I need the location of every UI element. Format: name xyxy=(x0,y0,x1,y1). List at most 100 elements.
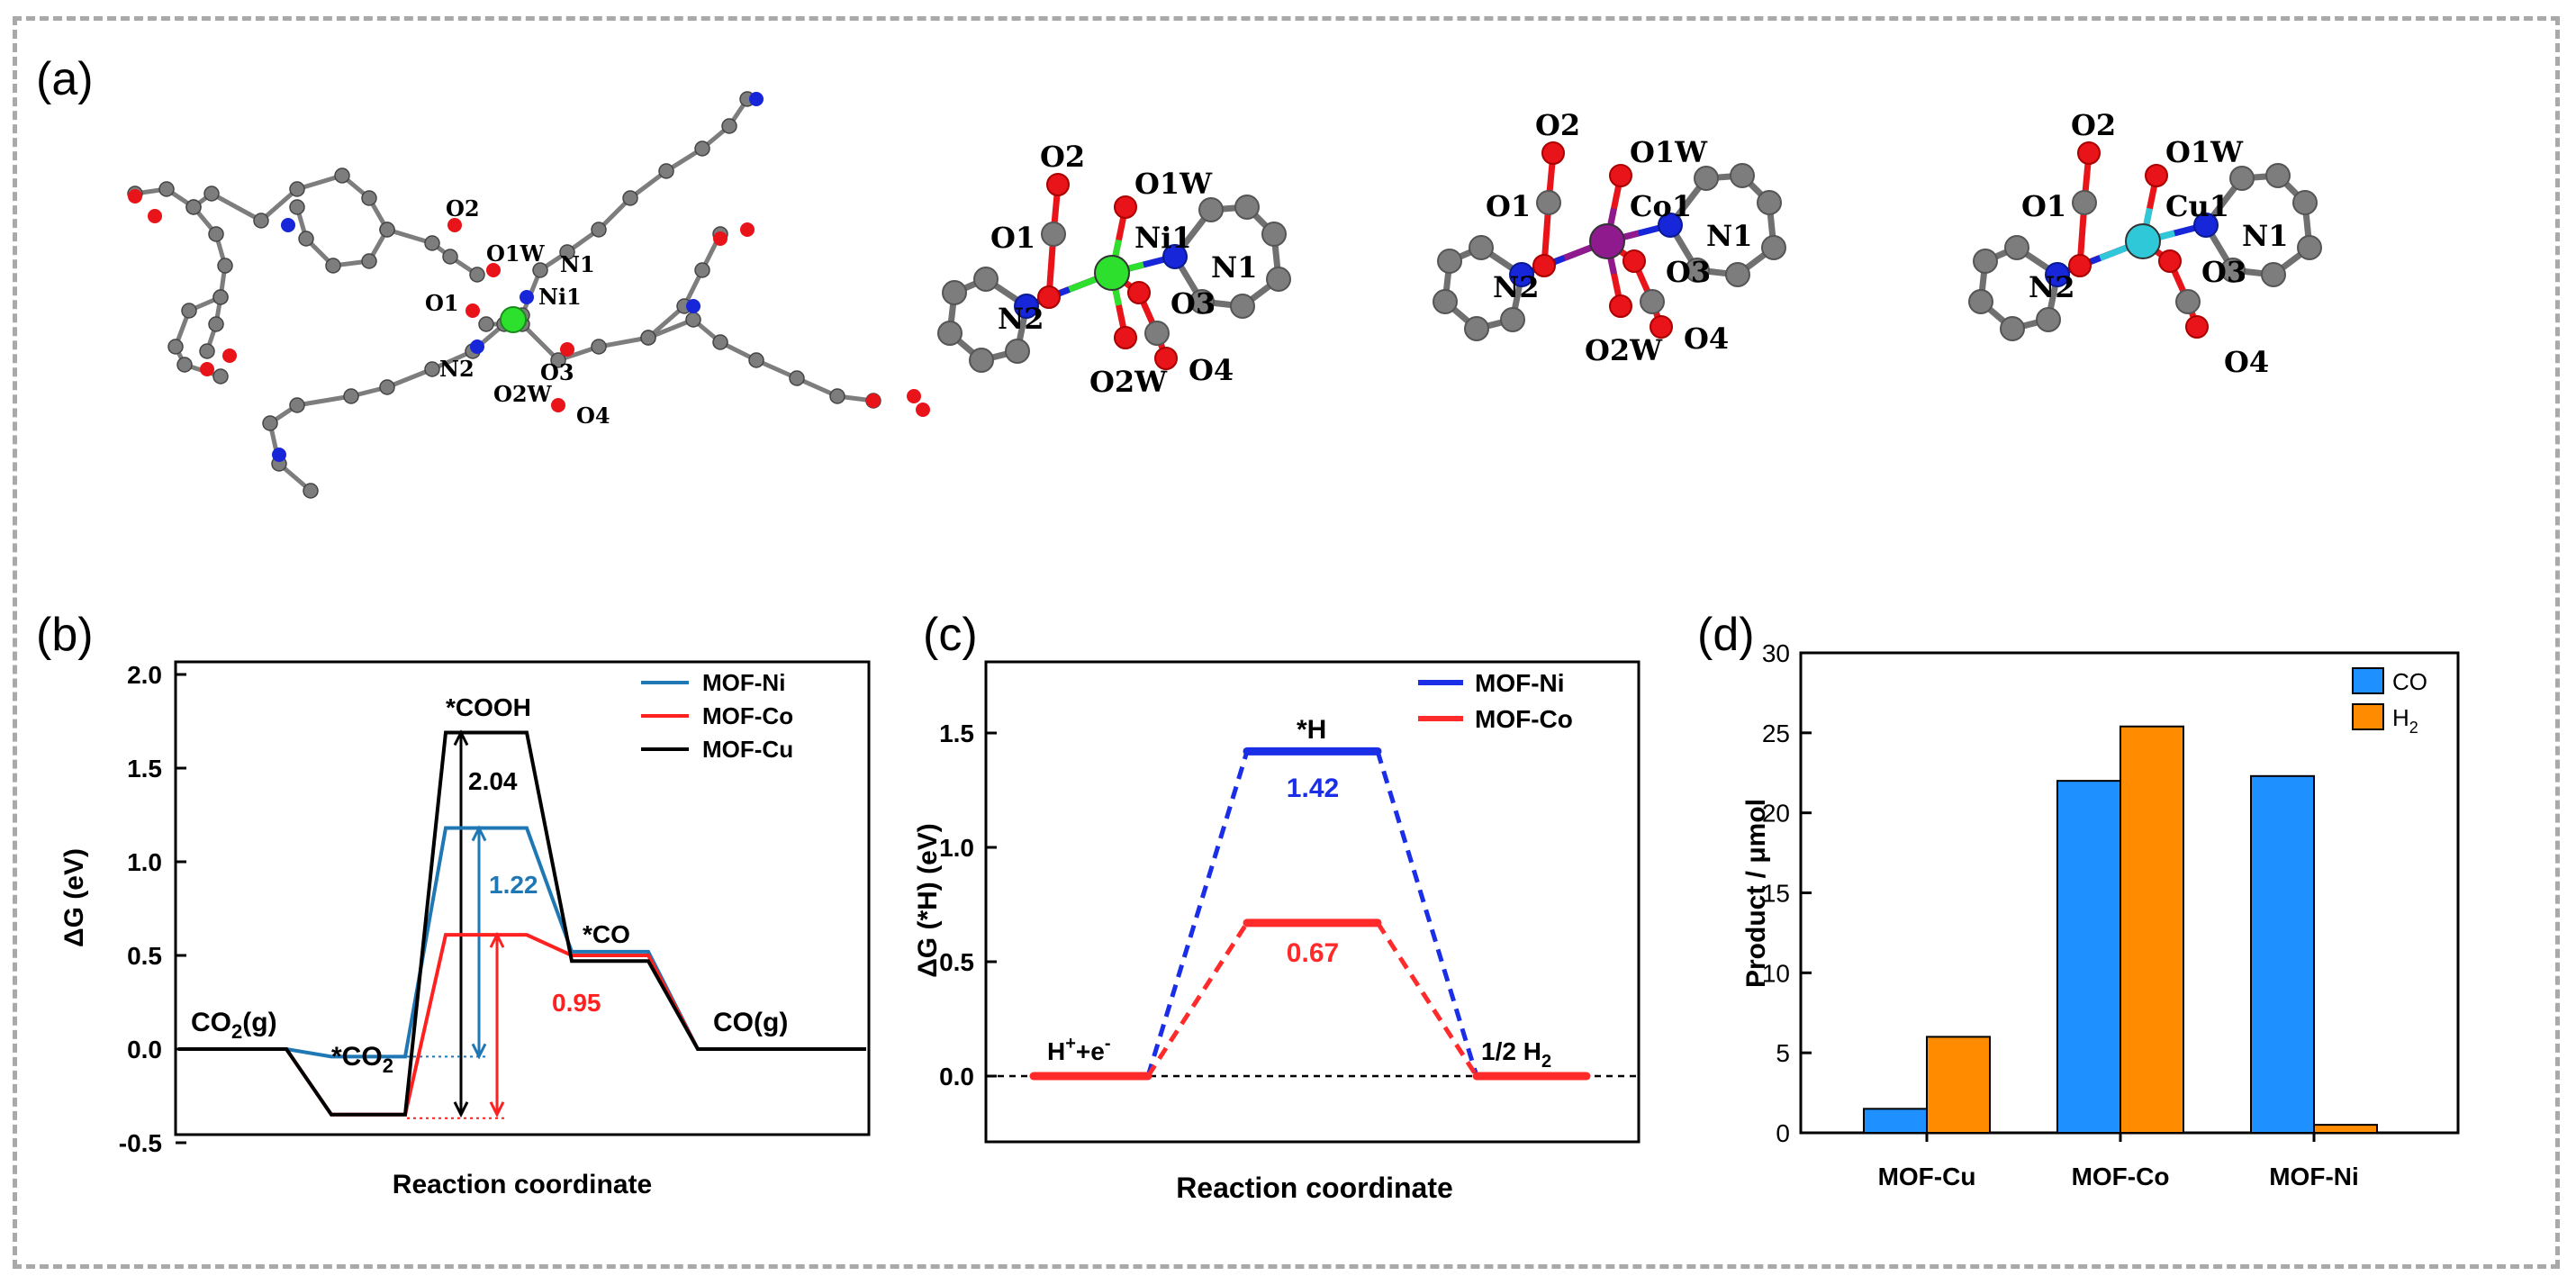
chart-c-annot-ni: 1.42 xyxy=(1287,774,1339,803)
panel-label-c: (c) xyxy=(923,609,978,661)
structure-cu1-carbon-atom xyxy=(2000,316,2025,341)
chart-b-tick-label: 2.0 xyxy=(127,661,162,689)
structure-ni1-label-o2: O2 xyxy=(1040,140,1085,174)
overview-carbon-atom xyxy=(424,361,440,377)
overview-carbon-atom xyxy=(658,163,674,179)
chart-d-category-label: MOF-Ni xyxy=(2269,1163,2359,1190)
structure-co1-carbon-atom xyxy=(1464,316,1489,341)
structure-co1-carbon-atom xyxy=(1437,249,1462,274)
overview-nitrogen-atom xyxy=(272,448,286,462)
chart-d-tick-label: 5 xyxy=(1776,1039,1790,1067)
structure-co1-label-o1w: O1W xyxy=(1630,135,1708,169)
structure-co1-nitrogen-atom xyxy=(1658,213,1683,238)
structure-co1-carbon-atom xyxy=(1757,190,1782,215)
chart-c-tick-label: 0.0 xyxy=(939,1063,974,1090)
overview-carbon-atom xyxy=(694,140,710,157)
chart-c-state-h: *H xyxy=(1297,715,1326,745)
chart-d-tick-label: 10 xyxy=(1762,959,1790,987)
overview-carbon-atom xyxy=(591,222,607,238)
structure-cu1-carbon-atom xyxy=(1973,249,1998,274)
structure-ni1-carbon-atom xyxy=(1198,197,1224,222)
overview-oxygen-atom xyxy=(560,342,574,357)
structure-cu1-carbon-atom xyxy=(2292,190,2318,215)
overview-bond xyxy=(259,187,299,222)
overview-bond xyxy=(646,304,686,339)
structure-cu1-carbon-atom xyxy=(2036,307,2061,332)
overview-carbon-atom xyxy=(361,253,377,269)
chart-b-series-mof-cu xyxy=(178,730,866,1117)
structure-cu1-oxygen-atom xyxy=(2077,141,2101,165)
chart-d-bar-mof-cu-co xyxy=(1863,1108,1928,1134)
overview-carbon-atom xyxy=(212,289,229,305)
structure-co1-label-o3: O3 xyxy=(1666,255,1711,289)
chart-d-tick-label: 25 xyxy=(1762,719,1790,747)
structure-ni1-label-o1w: O1W xyxy=(1134,167,1213,201)
structure-ni1-oxygen-atom xyxy=(1154,347,1178,370)
structure-ni1-oxygen-atom xyxy=(1114,326,1137,349)
structure-ni1-nitrogen-atom xyxy=(1014,294,1039,319)
structure-cu1-carbon-atom xyxy=(2261,262,2286,287)
chart-c-frame xyxy=(984,660,1641,1144)
overview-metal-atom xyxy=(500,306,527,333)
chart-c-ylabel: ΔG (*H) (eV) xyxy=(913,823,943,978)
structure-co1-oxygen-atom xyxy=(1650,315,1673,339)
chart-c-yticks: 0.00.51.01.5 xyxy=(939,719,997,1090)
overview-bonds xyxy=(134,97,874,493)
chart-d-category-label: MOF-Cu xyxy=(1878,1163,1976,1190)
structure-cu1-nitrogen-atom xyxy=(2045,262,2070,287)
chart-c-legend-label: MOF-Ni xyxy=(1475,669,1565,697)
overview-oxygen-atom xyxy=(465,303,480,318)
structure-ni1-carbon-atom xyxy=(969,348,994,373)
ov-label-o1w: O1W xyxy=(486,240,546,267)
overview-carbon-atom xyxy=(203,186,220,202)
chart-b-arrow-co-head xyxy=(489,1101,505,1118)
overview-nitrogen-atom xyxy=(281,218,295,232)
overview-carbon-atom xyxy=(303,483,319,499)
structure-cu1-label-o1w: O1W xyxy=(2165,135,2244,169)
structure-co1-carbon-atom xyxy=(1730,163,1755,188)
overview-carbon-atom xyxy=(640,330,656,346)
chart-b-barriers xyxy=(407,729,505,1119)
overview-oxygen-atom xyxy=(916,403,930,417)
structure-cu1-label-o2: O2 xyxy=(2071,108,2116,142)
chart-b-tick-label: 0.0 xyxy=(127,1036,162,1063)
structure-cu1-oxygen-atom xyxy=(2158,249,2182,273)
overview-carbon-atom xyxy=(424,235,440,251)
structure-ni1-label-o3: O3 xyxy=(1170,286,1216,321)
overview-carbon-atom xyxy=(829,388,845,404)
chart-d-bar-mof-co-co xyxy=(2056,780,2121,1135)
structure-co1-metal-atom xyxy=(1589,223,1625,259)
chart-b-series xyxy=(178,730,866,1117)
overview-carbon-atom xyxy=(185,199,202,215)
overview-oxygen-atom xyxy=(551,398,565,412)
overview-carbon-atom xyxy=(591,339,607,355)
chart-b-step-cooh: *COOH xyxy=(446,693,531,721)
legend-swatch-co xyxy=(2352,667,2384,694)
ov-label-o3: O3 xyxy=(540,359,574,385)
structure-ni1-carbon-atom xyxy=(1189,289,1215,314)
chart-b-step-cog: CO(g) xyxy=(713,1008,788,1037)
legend-swatch-h2 xyxy=(2352,703,2384,730)
structure-cu1-label-n1: N1 xyxy=(2242,219,2289,253)
structure-ni1-label-o1: O1 xyxy=(990,221,1035,255)
chart-c-tick-label: 0.5 xyxy=(939,948,974,976)
overview-carbon-atom xyxy=(721,118,737,134)
overview-carbon-atom xyxy=(289,397,305,413)
overview-carbon-atom xyxy=(622,190,638,206)
chart-d-bars xyxy=(1863,725,2378,1135)
ov-label-n1: N1 xyxy=(560,251,595,277)
chart-b: -0.50.00.51.01.52.0 ΔG (eV) Reaction coo… xyxy=(59,660,871,1199)
structure-co1-label-n2: N2 xyxy=(1493,270,1540,304)
overview-bond xyxy=(647,317,694,340)
panel-label-a: (a) xyxy=(36,53,94,105)
structure-cu1-carbon-atom xyxy=(2265,163,2291,188)
structure-co1-carbon-atom xyxy=(1685,258,1710,283)
chart-b-tick-label: -0.5 xyxy=(119,1129,162,1157)
overview-carbon-atom xyxy=(379,379,395,395)
overview-oxygen-atom xyxy=(713,231,728,246)
overview-carbon-atom xyxy=(262,415,278,431)
structure-ni1-nitrogen-atom xyxy=(1162,244,1188,269)
overview-bond xyxy=(520,322,560,362)
